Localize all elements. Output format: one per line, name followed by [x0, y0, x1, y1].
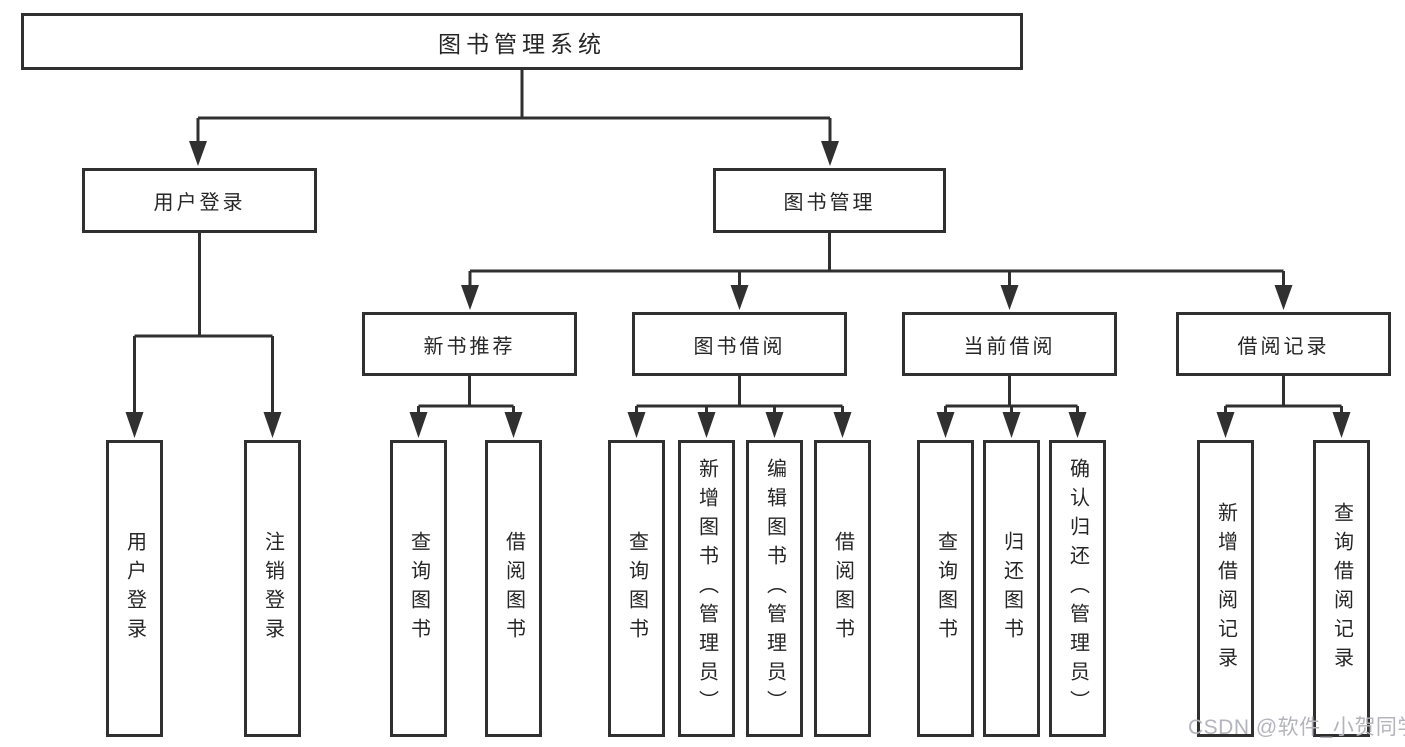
node-borrow-records: 借阅记录 — [1176, 312, 1391, 376]
node-label: 归还图书 — [1000, 530, 1023, 647]
leaf-query-books-current: 查询图书 — [917, 440, 974, 737]
node-current-borrow: 当前借阅 — [902, 312, 1117, 376]
node-label: 查询借阅记录 — [1330, 501, 1353, 676]
connector-book-borrow-to-leaves — [635, 376, 844, 414]
node-label: 图书管理系统 — [438, 30, 606, 57]
connector-new-book-recommend-to-leaves — [417, 376, 515, 414]
leaf-query-borrow-record: 查询借阅记录 — [1313, 440, 1370, 737]
node-user-login-branch: 用户登录 — [82, 168, 317, 233]
node-label: 新增借阅记录 — [1214, 501, 1237, 676]
leaf-logout: 注销登录 — [244, 440, 301, 737]
leaf-add-borrow-record: 新增借阅记录 — [1197, 440, 1254, 737]
node-label: 查询图书 — [407, 530, 430, 647]
connector-current-borrow-to-leaves — [944, 376, 1079, 414]
node-label: 借阅记录 — [1237, 335, 1330, 358]
node-label: 查询图书 — [934, 530, 957, 647]
leaf-user-login: 用户登录 — [106, 440, 163, 737]
node-label: 图书管理 — [783, 192, 876, 214]
leaf-edit-book-admin: 编辑图书（管理员） — [746, 440, 803, 737]
leaf-query-books-borrow: 查询图书 — [608, 440, 665, 737]
node-label: 注销登录 — [261, 530, 284, 647]
node-label: 新书推荐 — [423, 335, 516, 358]
node-label: 查询图书 — [625, 530, 648, 647]
leaf-query-books-recommend: 查询图书 — [390, 440, 447, 737]
node-label: 借阅图书 — [502, 530, 525, 647]
connector-borrow-records-to-leaves — [1224, 376, 1343, 414]
leaf-borrow-books: 借阅图书 — [814, 440, 871, 737]
node-label: 编辑图书（管理员） — [763, 458, 786, 719]
node-library-management-system: 图书管理系统 — [21, 13, 1023, 70]
connector-user-login-to-leaves — [133, 232, 274, 414]
leaf-borrow-books-recommend: 借阅图书 — [485, 440, 542, 737]
node-label: 当前借阅 — [963, 335, 1056, 358]
csdn-watermark: CSDN @软件_小贺同学 — [1188, 716, 1405, 739]
leaf-confirm-return-admin: 确认归还（管理员） — [1049, 440, 1106, 737]
connector-book-management-to-level3 — [468, 232, 1285, 286]
node-label: 确认归还（管理员） — [1066, 458, 1089, 719]
node-label: 图书借阅 — [693, 335, 786, 358]
node-label: 新增图书（管理员） — [695, 458, 718, 719]
leaf-add-book-admin: 新增图书（管理员） — [678, 440, 735, 737]
node-book-borrow: 图书借阅 — [632, 312, 847, 376]
node-label: 用户登录 — [123, 530, 146, 647]
node-label: 用户登录 — [153, 192, 246, 214]
node-label: 借阅图书 — [831, 530, 854, 647]
node-book-management-branch: 图书管理 — [713, 168, 946, 233]
leaf-return-book: 归还图书 — [983, 440, 1040, 737]
connector-root-to-level2 — [196, 70, 832, 142]
node-new-book-recommend: 新书推荐 — [362, 312, 577, 376]
